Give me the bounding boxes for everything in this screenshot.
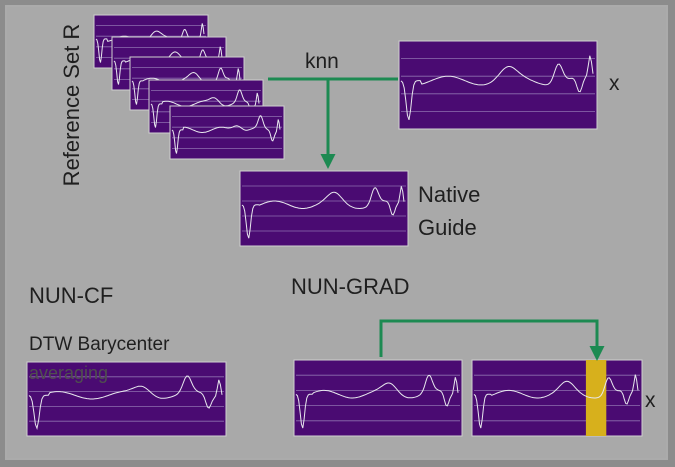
arrows	[268, 77, 605, 361]
guide-label: Guide	[418, 215, 477, 240]
series-trace	[400, 55, 594, 121]
query-series-plot	[398, 40, 598, 130]
reference-series-thumbnail	[169, 105, 285, 160]
series-trace	[241, 186, 405, 239]
series-trace	[28, 375, 223, 431]
nun-grad-counterfactual-plot	[471, 359, 643, 437]
nun-grad-arrow	[379, 319, 605, 361]
plot-background	[169, 105, 285, 160]
native-guide-plot	[239, 170, 409, 247]
reference-set-label: Reference Set R	[59, 23, 84, 187]
plot-background	[398, 40, 598, 130]
nun-grad-guide-plot	[293, 359, 463, 437]
bottom-x-label: x	[645, 389, 656, 412]
nun-cf-label: NUN-CF	[29, 283, 114, 308]
series-trace	[473, 374, 639, 429]
plot-background	[471, 359, 643, 437]
knn-label: knn	[305, 50, 339, 73]
series-trace	[131, 67, 241, 105]
plot-background	[239, 170, 409, 247]
plot-background	[26, 361, 227, 437]
series-trace	[171, 115, 281, 154]
series-trace	[295, 374, 459, 429]
nun-grad-label: NUN-GRAD	[291, 274, 410, 299]
plot-background	[293, 359, 463, 437]
query-x-label: x	[609, 72, 620, 95]
averaging-label: averaging	[29, 363, 109, 383]
dtw-barycenter-plot	[26, 361, 227, 437]
dtw-barycenter-label: DTW Barycenter	[29, 334, 170, 355]
series-trace	[150, 89, 260, 128]
native-label: Native	[418, 182, 481, 207]
